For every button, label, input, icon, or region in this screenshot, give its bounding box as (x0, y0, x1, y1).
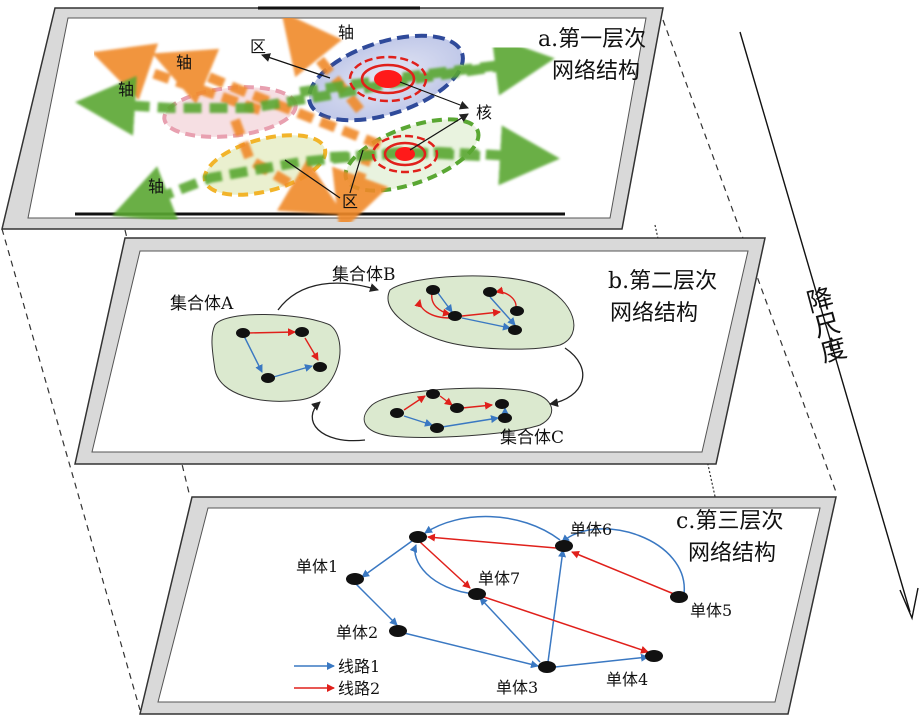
downscale-arrow-head (899, 587, 919, 621)
layer-b: 集合体A 集合体B 集合体C b.第二层次 网络结构 (74, 237, 766, 465)
cluster-a-nodes (236, 327, 327, 383)
unit-label-3: 单体3 (496, 678, 538, 697)
cluster-b-label: 集合体B (332, 265, 396, 285)
layer-a-leaders (261, 53, 469, 199)
unit-node-top (409, 531, 427, 543)
layer-b-plane (91, 250, 749, 453)
layer-b-title-line2: 网络结构 (610, 301, 698, 326)
unit-label-1: 单体1 (296, 557, 338, 576)
downscale-label: 降尺度 (800, 283, 849, 366)
legend: 线路1 线路2 (294, 657, 380, 698)
unit-node-4 (645, 650, 663, 662)
cluster-a-label: 集合体A (170, 294, 234, 314)
layer-c-title-line1: c.第三层次 (676, 509, 783, 534)
axis-label-1: 轴 (338, 23, 354, 42)
layer-a-title-line1: a.第一层次 (538, 27, 646, 52)
unit-node-5 (670, 591, 688, 603)
unit-node-6 (555, 540, 573, 552)
axis-label-3: 轴 (118, 80, 134, 99)
layer-c: 单体1 单体2 单体3 单体4 单体5 单体6 单体7 线路1 线路2 c.第三… (139, 496, 837, 715)
unit-node-1 (346, 573, 364, 585)
orange-axis-arrows (91, 11, 389, 234)
cluster-flow-arrows (277, 282, 584, 442)
layer-a-title-line2: 网络结构 (552, 59, 640, 84)
green-axis-arrows (75, 35, 560, 223)
legend-route2-label: 线路2 (338, 679, 380, 698)
legend-route1-label: 线路1 (338, 657, 380, 676)
unit-node-2 (389, 625, 407, 637)
unit-label-2: 单体2 (336, 623, 378, 642)
axis-label-2: 轴 (176, 53, 192, 72)
cluster-b-nodes (426, 285, 524, 335)
cluster-c-label: 集合体C (500, 428, 564, 448)
cluster-a-edges (242, 328, 319, 379)
cluster-c-nodes (390, 389, 512, 433)
unit-label-6: 单体6 (570, 520, 612, 539)
cluster-a-blob (211, 314, 341, 402)
unit-label-4: 单体4 (606, 670, 648, 689)
layer-b-title-line1: b.第二层次 (608, 269, 717, 294)
layer-c-title-line2: 网络结构 (688, 541, 776, 566)
layer-a: 轴 轴 轴 轴 区 区 核 a.第一层次 网络结构 (1, 6, 664, 234)
region-label-2: 区 (342, 192, 358, 211)
unit-node-7 (468, 588, 486, 600)
unit-nodes (346, 531, 688, 673)
core-lower (371, 134, 439, 174)
unit-label-7: 单体7 (478, 569, 520, 588)
unit-label-5: 单体5 (690, 601, 732, 620)
unit-edges (354, 515, 685, 669)
region-label-1: 区 (250, 37, 266, 56)
core-upper (348, 55, 428, 103)
axis-label-4: 轴 (148, 177, 164, 196)
core-label: 核 (476, 103, 492, 122)
unit-node-3 (538, 661, 556, 673)
